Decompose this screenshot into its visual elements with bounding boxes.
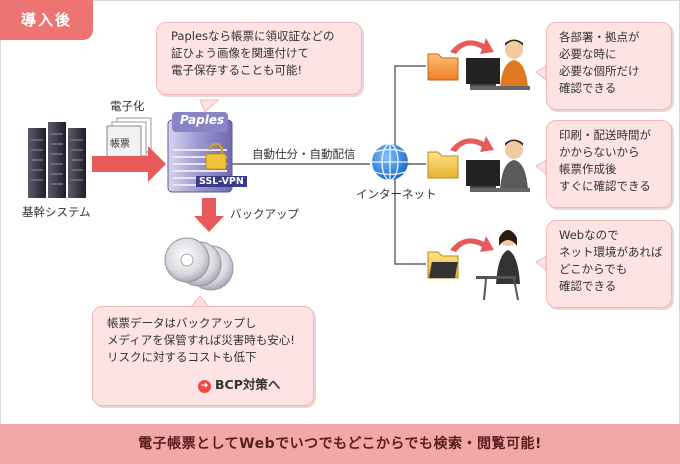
form-doc-label: 帳票	[110, 139, 130, 150]
user2-callout-line1: 印刷・配送時間が	[559, 128, 651, 142]
paples-callout-line3: 電子保存することも可能!	[171, 63, 303, 77]
digitize-label: 電子化	[110, 99, 145, 113]
bcp-link-label: BCP対策へ	[215, 377, 281, 392]
footer-banner: 電子帳票としてWebでいつでもどこからでも検索・閲覧可能!	[0, 424, 680, 464]
internet-label: インターネット	[356, 187, 437, 201]
user3-callout-line1: Webなので	[559, 228, 619, 242]
user1-callout: 各部署・拠点が 必要な時に 必要な個所だけ 確認できる	[546, 22, 672, 110]
after-introduction-tag: 導入後	[0, 0, 93, 40]
user3-callout-line2: ネット環境があれば	[559, 245, 663, 259]
auto-distribution-label: 自動仕分・自動配信	[252, 147, 356, 161]
woman-laptop-icon	[428, 230, 520, 301]
paples-callout: Paplesなら帳票に領収証などの 証ひょう画像を関連付けて 電子保存することも…	[156, 22, 362, 95]
core-system-label: 基幹システム	[22, 205, 91, 219]
backup-callout-line2: メディアを保管すれば災害時も安心!	[107, 333, 295, 347]
paples-callout-line2: 証ひょう画像を関連付けて	[171, 46, 309, 60]
arrow-to-paples	[92, 146, 166, 182]
bcp-link[interactable]: ➜ BCP対策へ	[198, 374, 280, 393]
callout-tail-paples	[199, 99, 220, 113]
disc-stack-icon	[164, 237, 234, 291]
user1-callout-line4: 確認できる	[559, 81, 617, 95]
paples-logo: Paples	[180, 113, 225, 127]
user3-callout-line4: 確認できる	[559, 279, 617, 293]
callout-tail-user2	[535, 159, 547, 176]
lock-icon	[205, 142, 227, 170]
callout-tail-user1	[535, 65, 547, 82]
office-worker-icon-1	[466, 39, 530, 90]
user3-callout: Webなので ネット環境があれば どこからでも 確認できる	[546, 220, 672, 308]
ssl-vpn-label: SSL-VPN	[196, 176, 247, 187]
callout-tail-user3	[535, 255, 547, 272]
backup-callout-line1: 帳票データはバックアップし	[107, 316, 257, 330]
user1-callout-line3: 必要な個所だけ	[559, 64, 640, 78]
user1-callout-line1: 各部署・拠点が	[559, 30, 640, 44]
user2-callout: 印刷・配送時間が かからないから 帳票作成後 すぐに確認できる	[546, 120, 672, 208]
server-rack-icon	[28, 122, 86, 198]
backup-label: バックアップ	[230, 207, 299, 221]
backup-callout-line3: リスクに対するコストも低下	[107, 350, 257, 364]
curved-arrows	[450, 38, 494, 252]
folder-icon-orange	[427, 53, 459, 81]
user2-callout-line4: すぐに確認できる	[559, 179, 651, 193]
user3-callout-line3: どこからでも	[559, 262, 628, 276]
paples-server-icon	[167, 112, 233, 193]
user2-callout-line3: 帳票作成後	[559, 162, 617, 176]
paples-callout-line1: Paplesなら帳票に領収証などの	[171, 29, 335, 43]
arrow-to-backup	[194, 198, 224, 232]
globe-icon	[372, 143, 408, 181]
user1-callout-line2: 必要な時に	[559, 47, 617, 61]
arrow-right-icon: ➜	[198, 380, 211, 393]
user2-callout-line2: かからないから	[559, 145, 640, 159]
folder-icon-yellow-1	[427, 151, 459, 179]
office-worker-icon-2	[466, 139, 530, 192]
